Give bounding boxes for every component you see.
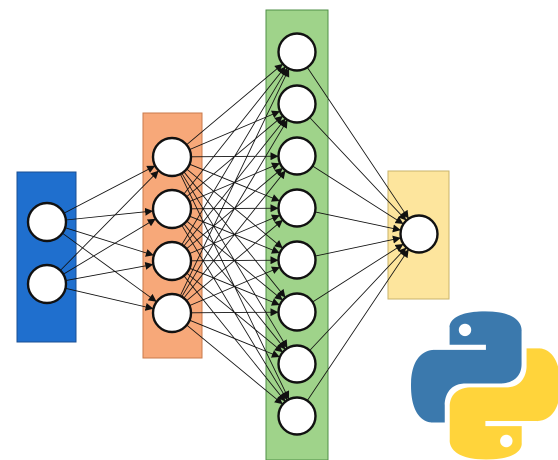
neuron-output-0 [399, 214, 439, 254]
python-logo-blue-snake [411, 311, 522, 423]
edge-hidden-2-0-to-output-0 [306, 67, 409, 219]
neuron-hidden-2-6 [277, 344, 317, 384]
edge-input-1-to-hidden-1-3 [65, 287, 154, 311]
edge-hidden-2-3-to-output-0 [315, 211, 401, 233]
neuron-hidden-1-0 [151, 136, 193, 178]
edge-hidden-2-4-to-output-0 [315, 235, 401, 257]
edge-hidden-1-3-to-hidden-2-1 [181, 119, 288, 297]
edge-hidden-1-3-to-hidden-2-5 [190, 308, 279, 317]
edge-input-1-to-hidden-1-0 [59, 170, 159, 271]
edge-input-1-to-hidden-1-2 [65, 261, 154, 282]
neuron-hidden-2-2 [277, 136, 317, 176]
neuron-hidden-2-1 [277, 84, 317, 124]
neuron-hidden-2-0 [277, 32, 317, 72]
edge-hidden-1-1-to-hidden-2-0 [183, 66, 286, 195]
edge-hidden-2-7-to-output-0 [306, 249, 409, 401]
edge-input-0-to-hidden-1-0 [63, 165, 156, 214]
neuron-hidden-2-3 [277, 188, 317, 228]
python-logo-icon [411, 311, 558, 460]
edge-hidden-1-3-to-hidden-2-7 [186, 324, 283, 405]
edge-input-0-to-hidden-1-2 [64, 227, 154, 257]
layer-box-input [16, 171, 77, 343]
edge-hidden-1-3-to-hidden-2-0 [179, 68, 290, 297]
edge-hidden-1-3-to-hidden-2-4 [189, 266, 280, 306]
edge-hidden-1-3-to-hidden-2-6 [189, 319, 280, 358]
edge-hidden-1-2-to-hidden-2-0 [181, 67, 288, 245]
edge-hidden-1-0-to-hidden-2-0 [186, 63, 283, 146]
neuron-hidden-1-1 [151, 188, 193, 230]
neuron-hidden-2-4 [277, 240, 317, 280]
edge-hidden-2-1-to-output-0 [309, 117, 407, 221]
neuron-hidden-2-5 [277, 292, 317, 332]
neuron-input-1 [26, 263, 68, 305]
edge-input-1-to-hidden-1-1 [63, 218, 156, 275]
network-neurons [26, 32, 439, 436]
python-logo-yellow-snake [449, 348, 558, 460]
edge-input-0-to-hidden-1-1 [65, 207, 154, 221]
edge-input-0-to-hidden-1-3 [62, 232, 157, 302]
edge-hidden-1-3-to-hidden-2-2 [183, 170, 286, 299]
edge-hidden-2-5-to-output-0 [312, 243, 404, 303]
neuron-input-0 [26, 201, 68, 243]
neuron-hidden-1-2 [151, 240, 193, 282]
neuron-hidden-1-3 [151, 292, 193, 334]
python-logo-blue-eye [458, 323, 472, 337]
layer-box-hidden-2 [265, 9, 329, 460]
neuron-hidden-2-7 [277, 396, 317, 436]
edge-hidden-2-2-to-output-0 [312, 165, 404, 225]
network-edges [59, 63, 409, 405]
edge-hidden-1-3-to-hidden-2-3 [186, 219, 283, 302]
edge-hidden-2-6-to-output-0 [309, 247, 407, 351]
python-logo-yellow-eye [500, 434, 513, 448]
